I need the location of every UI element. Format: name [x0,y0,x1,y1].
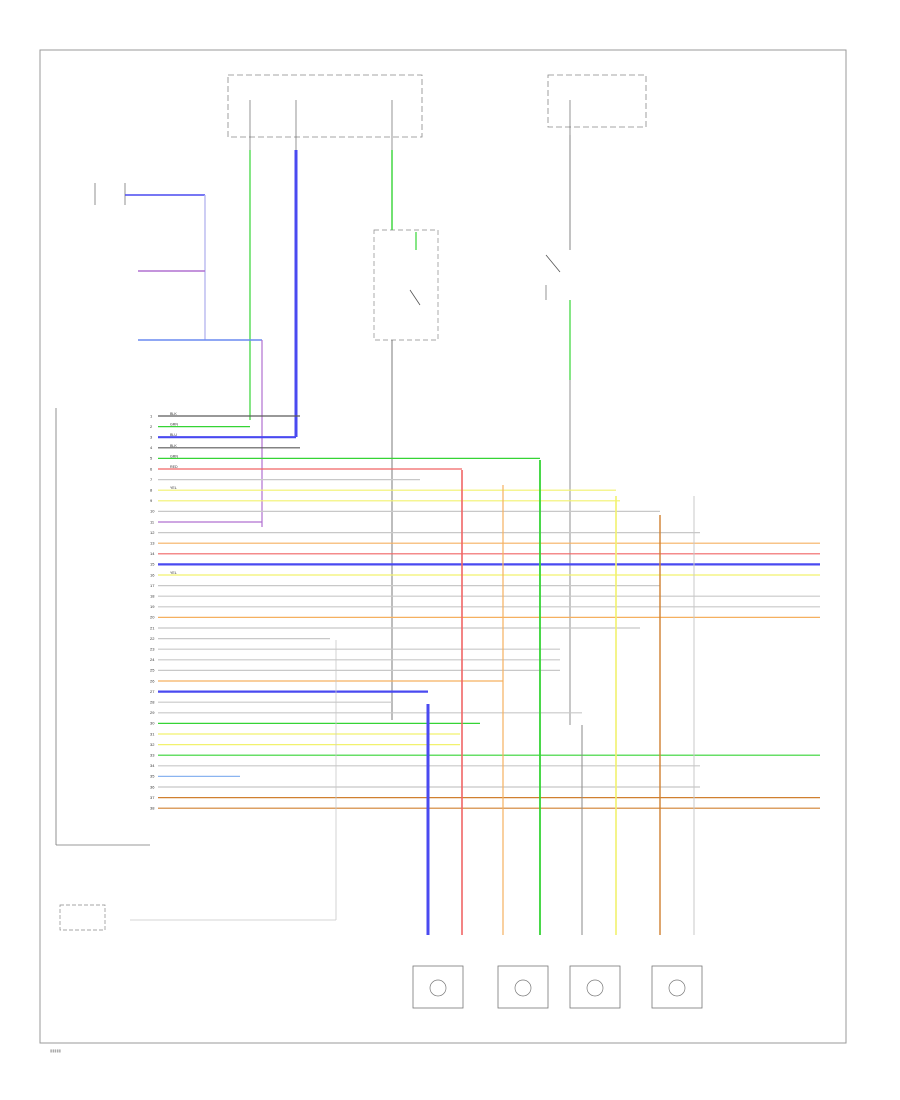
pin-number: 8 [150,488,153,493]
pin-number: 19 [150,604,155,609]
pin-number: 5 [150,456,153,461]
vertical-wires-top [249,135,571,725]
pin-number: 6 [150,466,153,471]
pin-number: 13 [150,541,155,546]
pin-number: 18 [150,594,155,599]
pin-number: 22 [150,636,155,641]
pin-number: 9 [150,498,153,503]
pin-number: 27 [150,689,155,694]
bottom-component-2 [497,965,549,1009]
wire-color-label: BLU [170,433,177,437]
pin-number: 17 [150,583,155,588]
pin-number: 10 [150,509,155,514]
wire-color-label: YEL [170,571,177,575]
pin-number: 28 [150,700,155,705]
pin-number: 26 [150,678,155,683]
pin-number: 34 [150,763,155,768]
bottom-component-4 [651,965,703,1009]
switch-box-right [545,254,561,300]
pin-number: 33 [150,753,155,758]
fuse-block-top-right [547,74,647,135]
wire-color-label: YEL [170,486,177,490]
pin-number: 32 [150,742,155,747]
bottom-component-3 [569,965,621,1009]
wire-color-label: BLK [170,412,177,416]
pin-number: 37 [150,795,155,800]
pin-number: 36 [150,784,155,789]
wire-color-label: GRN [170,454,178,458]
control-module-box [55,408,150,846]
footer-code: ▮▮▮▮▮ [50,1048,61,1053]
pin-number: 16 [150,572,155,577]
pin-number: 30 [150,721,155,726]
fuse-block-top-left [227,74,423,150]
pin-number: 4 [150,445,153,450]
component-sensor-top-left [94,183,126,205]
pin-number: 15 [150,562,155,567]
wire-color-label: RED [170,465,178,469]
pin-number: 25 [150,668,155,673]
bottom-component-1 [412,965,464,1009]
switch-box-center [373,229,439,341]
pin-number: 21 [150,625,155,630]
pin-number: 23 [150,647,155,652]
pin-number: 29 [150,710,155,715]
pin-number: 2 [150,424,153,429]
pin-number: 35 [150,774,155,779]
pin-number: 14 [150,551,155,556]
component-bottom-left [59,904,106,931]
input-wires-left [125,194,263,527]
pin-number: 20 [150,615,155,620]
pin-number: 24 [150,657,155,662]
pin-number: 12 [150,530,155,535]
wire-color-label: GRN [170,423,178,427]
pin-number: 1 [150,413,153,418]
pin-number: 3 [150,435,153,440]
pin-number: 7 [150,477,153,482]
wire-color-label: BLK [170,444,177,448]
diagram-frame [39,49,847,1044]
vertical-drops-bottom [130,460,695,935]
pin-number: 31 [150,731,155,736]
pin-number: 38 [150,806,155,811]
pin-number: 11 [150,519,155,524]
